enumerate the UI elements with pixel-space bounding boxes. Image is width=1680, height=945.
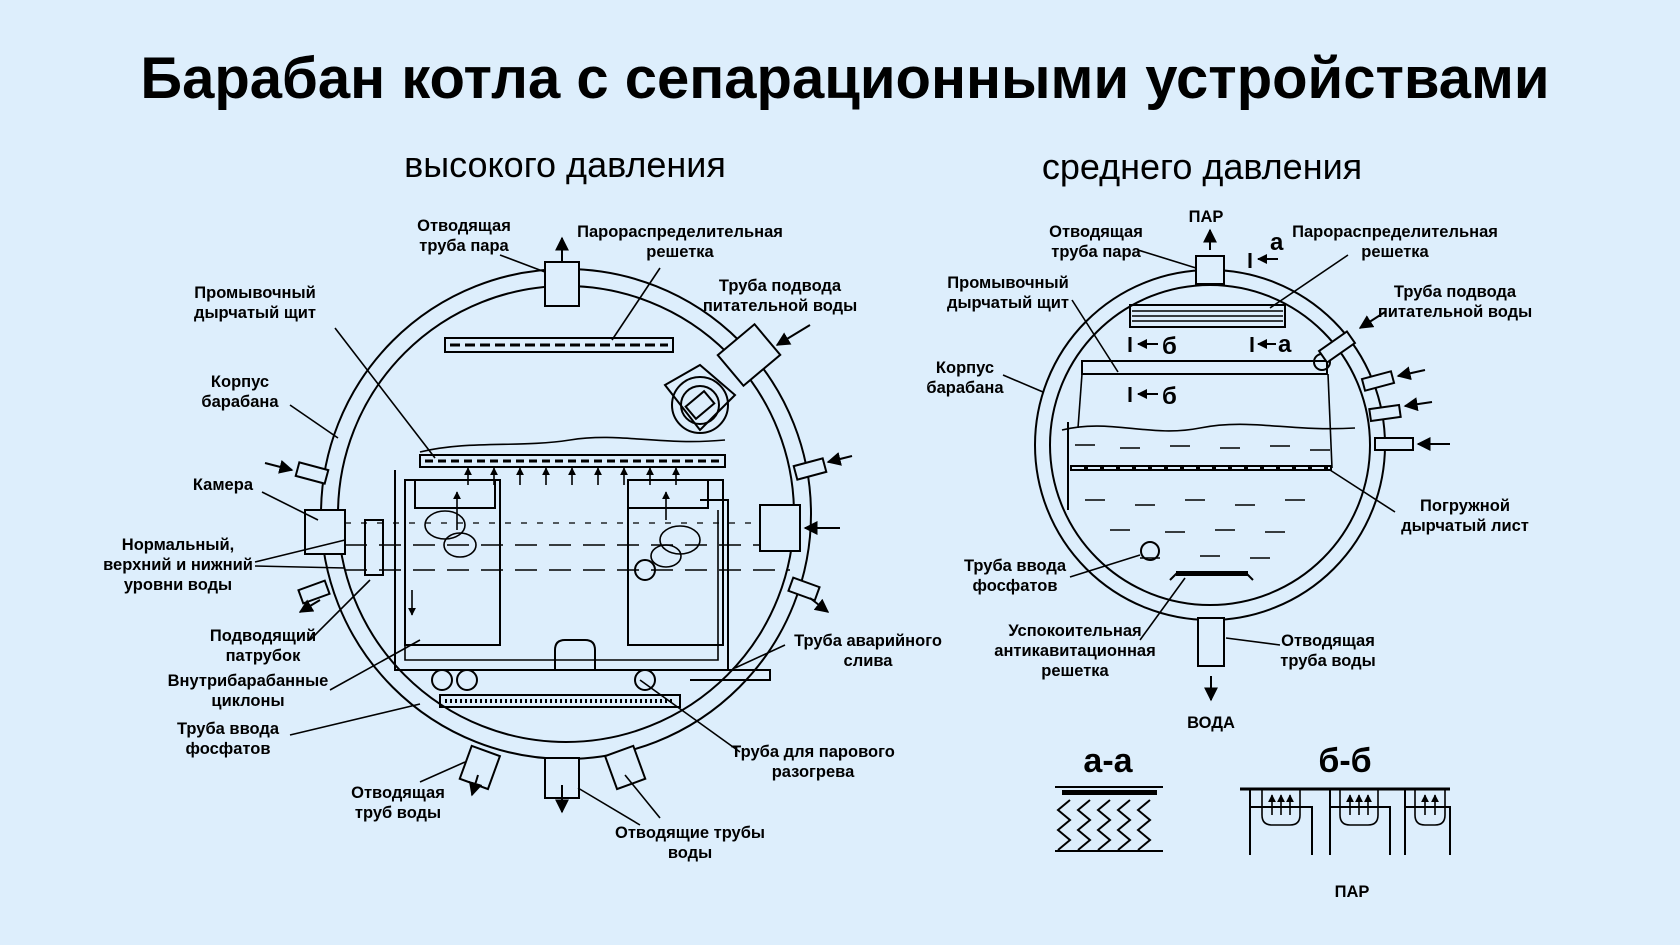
cyclone-left bbox=[404, 479, 501, 646]
water-dashes bbox=[1075, 444, 1330, 559]
high-pressure-drum bbox=[264, 236, 853, 814]
side-nozzle-1 bbox=[1360, 370, 1396, 392]
steam-outlet-nozzle bbox=[544, 261, 580, 307]
mark-a-mid: а bbox=[1278, 331, 1292, 358]
cyclone-left-swirl-2 bbox=[443, 532, 477, 558]
cyclone-right-top bbox=[627, 479, 709, 509]
section-b-b: б-б ПАР bbox=[1240, 742, 1451, 901]
wash-perforated-shield bbox=[1081, 360, 1328, 375]
cyclone-right-swirl bbox=[659, 525, 701, 555]
left-subtitle: высокого давления bbox=[404, 144, 726, 185]
section-b-b-title: б-б bbox=[1318, 742, 1371, 780]
water-surface bbox=[1061, 423, 1356, 432]
steam-heating-pipe bbox=[554, 639, 596, 670]
water-out-arrow-left bbox=[468, 774, 483, 797]
cyclone-left-swirl bbox=[424, 510, 466, 540]
chamber-right bbox=[759, 504, 801, 552]
steam-distribution-grid bbox=[1129, 304, 1286, 328]
feedwater-pipe bbox=[663, 322, 811, 434]
right-subtitle: среднего давления bbox=[1042, 146, 1362, 187]
side-nozzles bbox=[264, 452, 853, 613]
cyclone-right-swirl-2 bbox=[650, 544, 682, 568]
bottom-grate bbox=[439, 694, 681, 708]
cyclone-left-top bbox=[414, 479, 496, 509]
emergency-drain-pipe bbox=[690, 669, 771, 681]
mark-a-top: а bbox=[1270, 229, 1284, 256]
water-outlet-nozzle bbox=[1197, 617, 1225, 667]
section-b-b-steam-label: ПАР bbox=[1335, 883, 1370, 901]
drum-shell-inner bbox=[1049, 284, 1371, 606]
section-a-a: а-а bbox=[1055, 742, 1163, 852]
label-steam: ПАР bbox=[1189, 208, 1224, 226]
steam-outlet-nozzle bbox=[1195, 255, 1225, 285]
section-markers: а б а б bbox=[1128, 229, 1292, 410]
water-outlet-left bbox=[458, 744, 502, 791]
page-title: Барабан котла с сепарационными устройств… bbox=[140, 46, 1549, 111]
phosphate-inlet-pipe bbox=[1140, 541, 1160, 561]
side-nozzle-2 bbox=[1368, 403, 1402, 423]
mark-b-top: б bbox=[1162, 333, 1177, 360]
water-film bbox=[419, 436, 726, 453]
label-water: ВОДА bbox=[1187, 714, 1235, 732]
steam-distribution-grid bbox=[444, 337, 674, 353]
water-outlet-right bbox=[603, 744, 647, 791]
header-pipe-1 bbox=[431, 669, 453, 691]
section-b-b-flow-arrows bbox=[1268, 794, 1439, 815]
chamber-gauge bbox=[364, 519, 384, 576]
label-chamber: Камера bbox=[193, 476, 254, 494]
medium-pressure-drum: а б а б bbox=[1034, 229, 1450, 702]
mark-b-bottom: б bbox=[1162, 383, 1177, 410]
side-nozzle-3 bbox=[1374, 437, 1414, 451]
wash-perforated-shield bbox=[419, 454, 726, 468]
feedwater-nozzle bbox=[1317, 330, 1357, 364]
upflow-arrows bbox=[464, 467, 680, 485]
section-a-a-title: а-а bbox=[1083, 742, 1133, 780]
header-pipe-3 bbox=[634, 669, 656, 691]
header-pipe-2 bbox=[456, 669, 478, 691]
